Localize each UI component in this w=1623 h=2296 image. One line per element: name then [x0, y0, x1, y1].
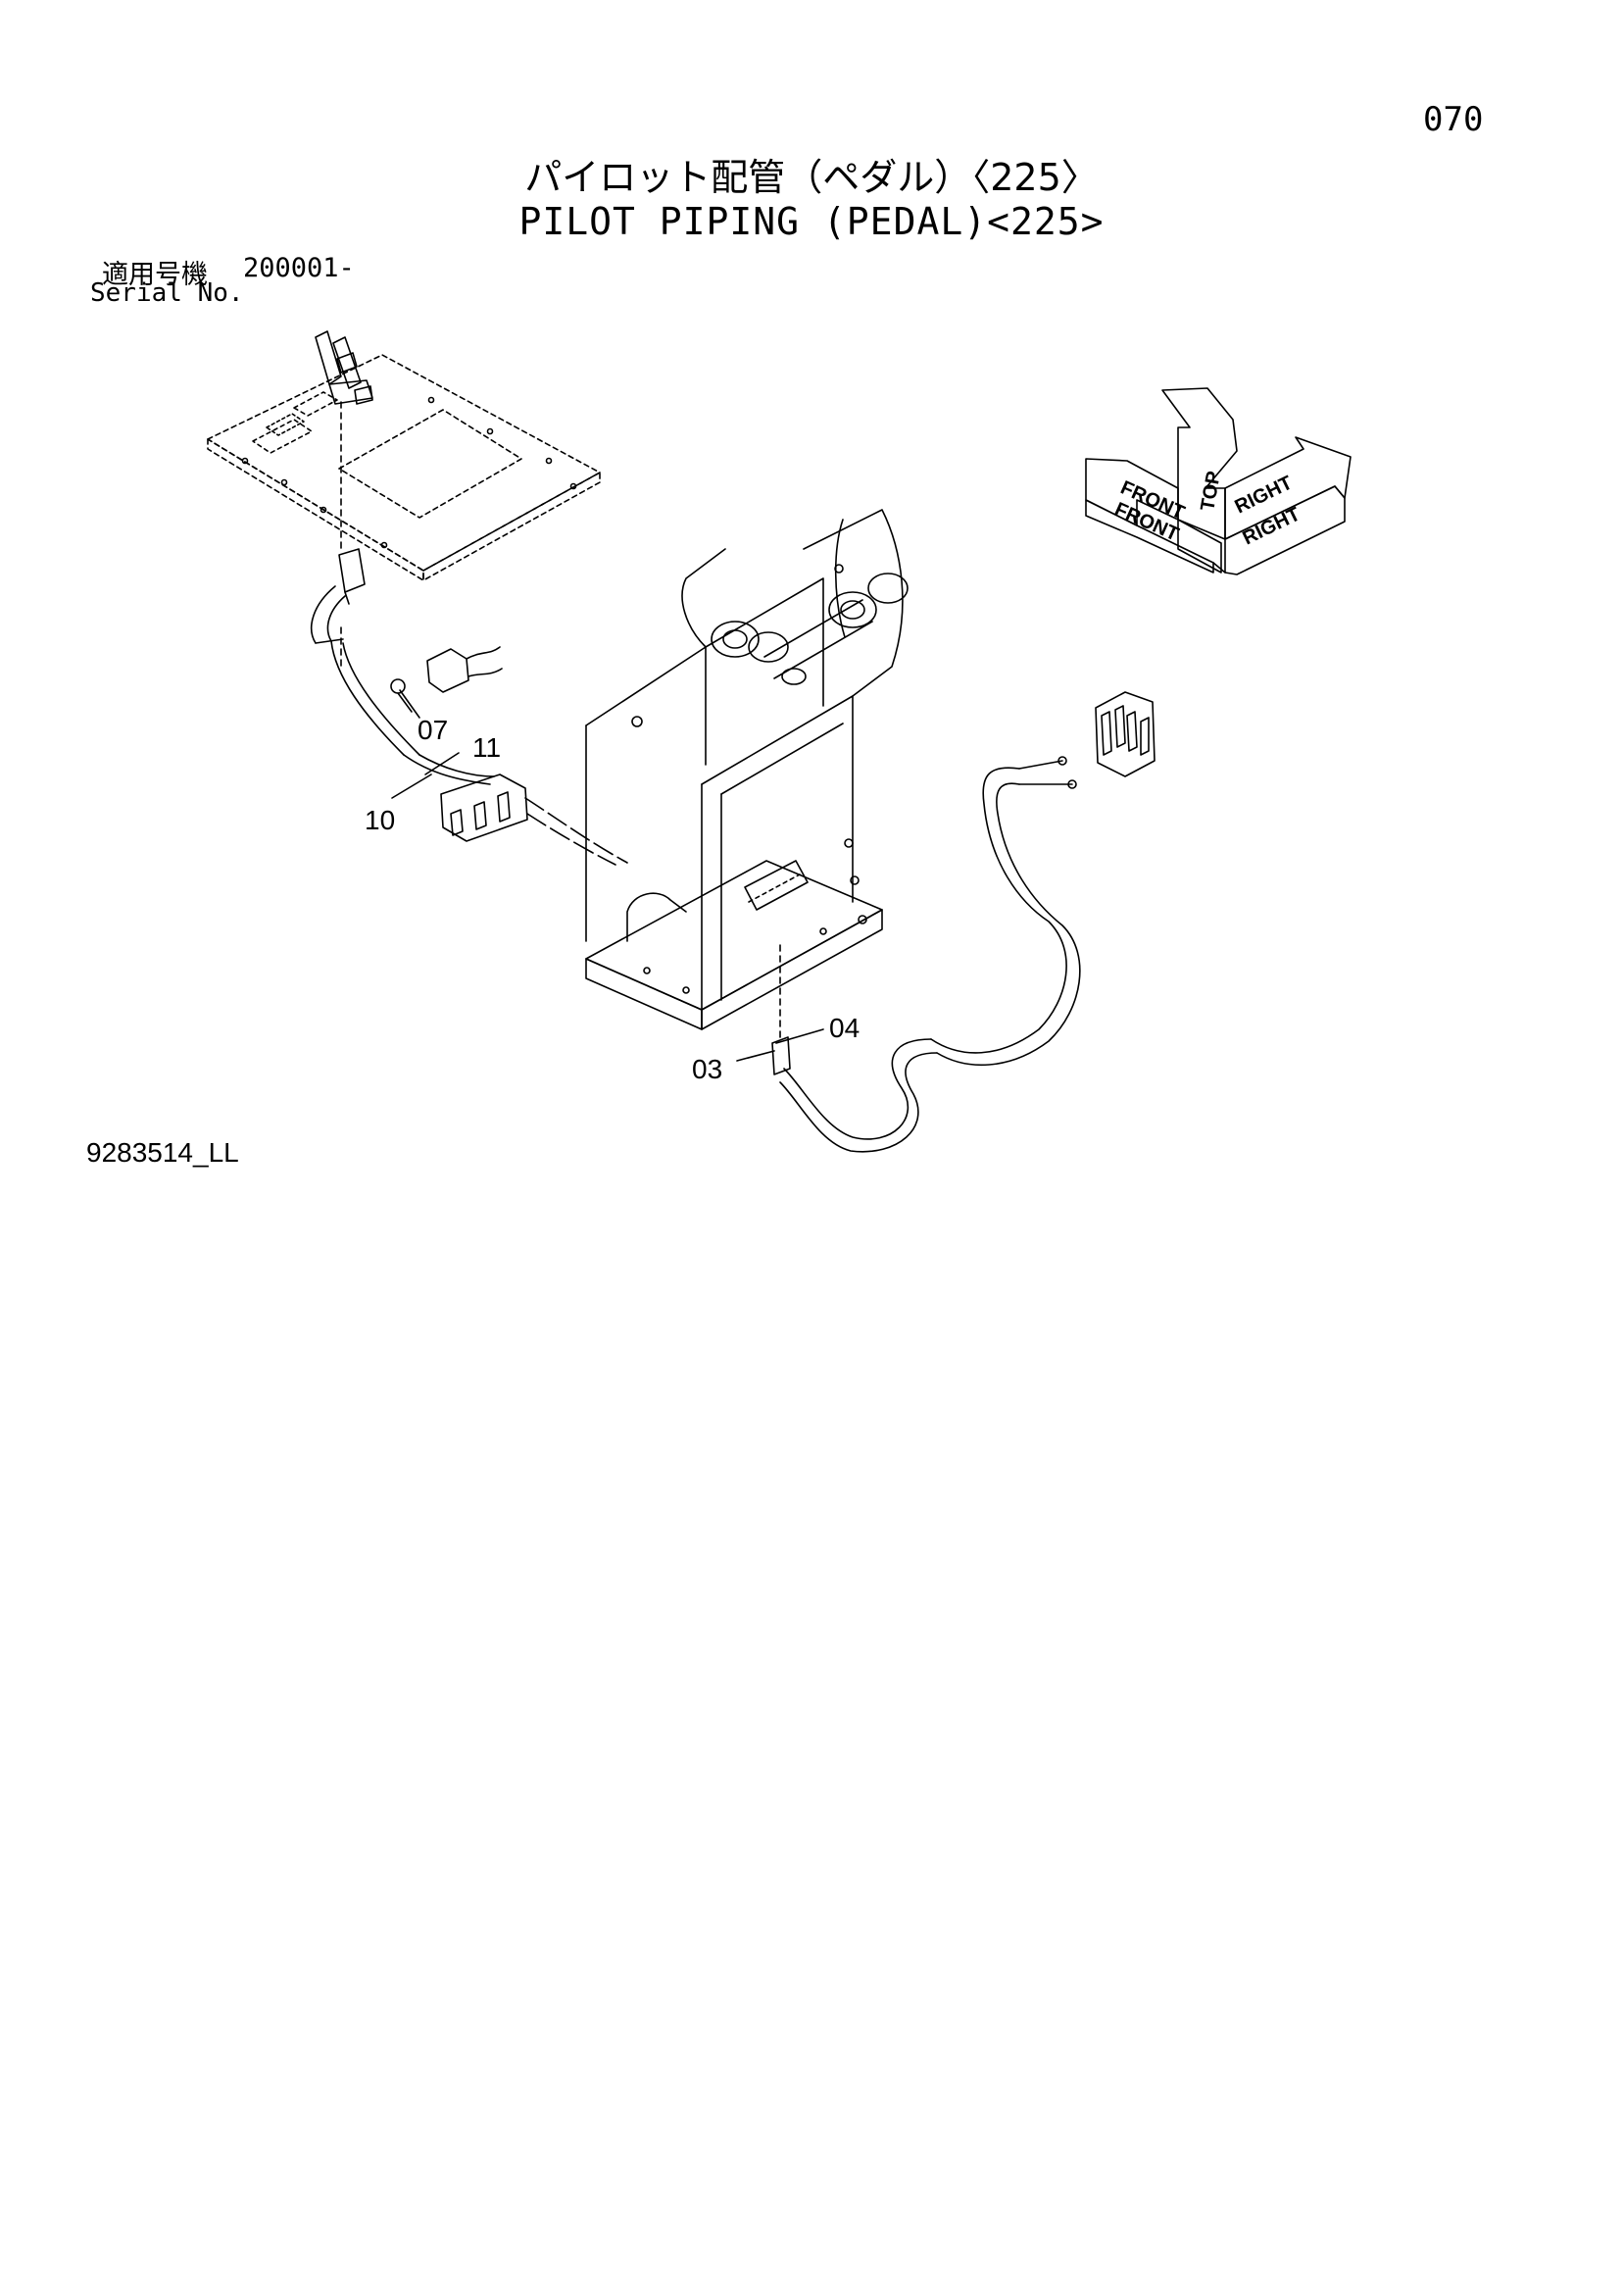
- callout-07: 07: [418, 715, 448, 745]
- callout-leader-lines: [391, 689, 824, 1062]
- callout-10: 10: [365, 805, 395, 835]
- page-title-english: PILOT PIPING (PEDAL)<225>: [518, 200, 1105, 243]
- swing-post-frame: [585, 509, 909, 1030]
- serial-number-value: 200001-: [243, 253, 355, 283]
- callout-11: 11: [472, 732, 501, 763]
- direction-top-label: TOP: [1197, 470, 1225, 513]
- page-title-japanese: パイロット配管（ペダル）〈225〉: [524, 156, 1099, 199]
- serial-label-english: Serial No.: [90, 278, 244, 308]
- serial-label-japanese: 適用号機: [102, 260, 208, 290]
- page-number: 070: [1423, 100, 1484, 139]
- control-valve-and-hoses: [771, 691, 1156, 1153]
- diagram-id: 9283514_LL: [86, 1137, 239, 1168]
- orientation-indicator: [1085, 387, 1352, 575]
- cab-floor-plate: [207, 354, 601, 581]
- callout-04: 04: [829, 1013, 860, 1043]
- callout-03: 03: [692, 1054, 722, 1084]
- pilot-valve-and-hoses: [311, 548, 628, 866]
- travel-pedal-assembly: [315, 330, 373, 550]
